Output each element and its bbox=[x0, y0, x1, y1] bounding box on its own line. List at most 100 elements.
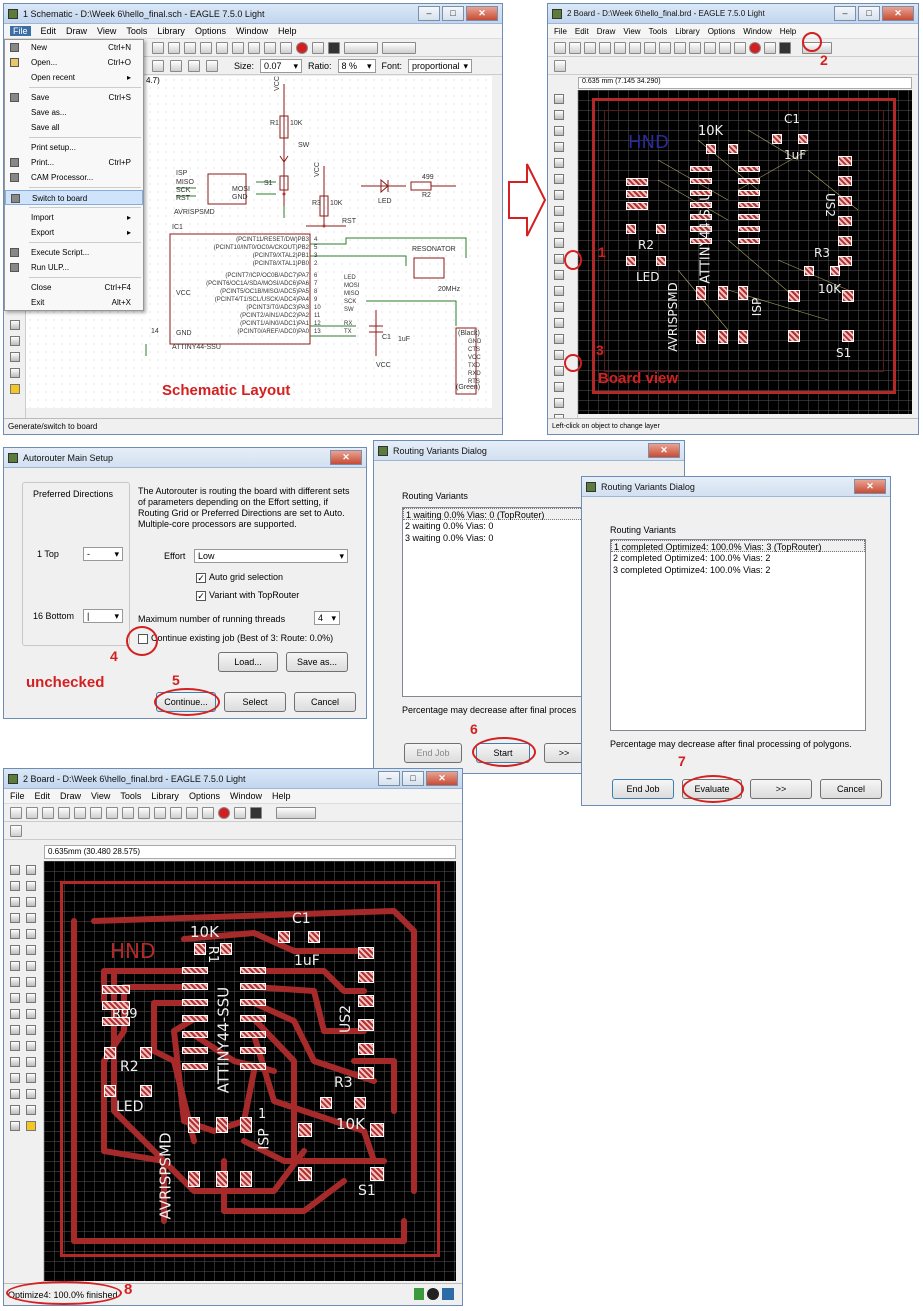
signal-icon[interactable] bbox=[26, 1073, 36, 1083]
zoom-redraw-icon[interactable] bbox=[232, 41, 244, 54]
menu-file[interactable]: File bbox=[554, 26, 567, 36]
smash-icon[interactable] bbox=[554, 334, 564, 344]
layer-top-direction[interactable]: - bbox=[83, 547, 123, 561]
optimize-icon[interactable] bbox=[554, 382, 564, 392]
zoom-fit-icon[interactable] bbox=[106, 806, 118, 819]
move-icon[interactable] bbox=[10, 881, 20, 891]
zoom-redraw-icon[interactable] bbox=[154, 806, 166, 819]
routing1-titlebar[interactable]: Routing Variants Dialog ✕ bbox=[374, 441, 684, 461]
layer-bottom-direction[interactable]: | bbox=[83, 609, 123, 623]
zoom-in-icon[interactable] bbox=[200, 41, 212, 54]
menu-draw[interactable]: Draw bbox=[60, 791, 82, 801]
stop-icon[interactable] bbox=[218, 806, 230, 819]
file-menu-export[interactable]: Export▸ bbox=[31, 228, 131, 237]
menu-library[interactable]: Library bbox=[151, 791, 179, 801]
optimize-icon[interactable] bbox=[26, 993, 36, 1003]
menu-draw[interactable]: Draw bbox=[66, 26, 88, 36]
paste-icon[interactable] bbox=[554, 238, 564, 248]
undo-icon[interactable] bbox=[264, 41, 276, 54]
variant-row[interactable]: 3 waiting 0.0% Vias: 0 bbox=[405, 533, 494, 543]
menu-file[interactable]: File bbox=[10, 791, 25, 801]
zoom-fit-icon[interactable] bbox=[644, 41, 656, 54]
open-icon[interactable] bbox=[10, 806, 22, 819]
rect-icon[interactable] bbox=[10, 1057, 20, 1067]
menu-options[interactable]: Options bbox=[707, 26, 736, 36]
minimize-button[interactable]: – bbox=[378, 771, 400, 786]
info-icon[interactable] bbox=[10, 865, 20, 875]
menu-view[interactable]: View bbox=[623, 26, 641, 36]
arc-icon[interactable] bbox=[26, 1041, 36, 1051]
go-icon[interactable] bbox=[312, 41, 324, 54]
erc-icon[interactable] bbox=[10, 1121, 20, 1131]
menu-edit[interactable]: Edit bbox=[574, 26, 589, 36]
show-icon[interactable] bbox=[26, 865, 36, 875]
menu-library[interactable]: Library bbox=[675, 26, 700, 36]
menu-draw[interactable]: Draw bbox=[596, 26, 616, 36]
warning-icon[interactable] bbox=[10, 384, 20, 394]
menu-tools[interactable]: Tools bbox=[648, 26, 668, 36]
menu-file[interactable]: File bbox=[10, 26, 31, 36]
variant-row[interactable]: 2 waiting 0.0% Vias: 0 bbox=[405, 521, 494, 531]
copy-icon[interactable] bbox=[554, 158, 564, 168]
stop-icon[interactable] bbox=[749, 41, 761, 54]
close-button[interactable]: ✕ bbox=[466, 6, 498, 21]
wire-icon[interactable] bbox=[10, 1025, 20, 1035]
switch-schematic-icon[interactable] bbox=[614, 41, 626, 54]
value-icon[interactable] bbox=[554, 318, 564, 328]
save-as-button[interactable]: Save as... bbox=[286, 652, 348, 672]
tool-icon[interactable] bbox=[10, 336, 20, 346]
file-menu-open-recent[interactable]: Open recent▸ bbox=[31, 73, 131, 82]
zoom-in-icon[interactable] bbox=[122, 806, 134, 819]
lock-icon[interactable] bbox=[554, 286, 564, 296]
paste-icon[interactable] bbox=[10, 929, 20, 939]
menu-window[interactable]: Window bbox=[743, 26, 772, 36]
design-link-icon[interactable] bbox=[276, 806, 316, 819]
undo-icon[interactable] bbox=[186, 806, 198, 819]
variant-row[interactable]: 1 completed Optimize4: 100.0% Vias: 3 (T… bbox=[611, 540, 865, 552]
rotate-icon[interactable] bbox=[26, 897, 36, 907]
split-icon[interactable] bbox=[10, 993, 20, 1003]
menu-edit[interactable]: Edit bbox=[34, 791, 51, 801]
menu-edit[interactable]: Edit bbox=[40, 26, 57, 36]
attribute-icon[interactable] bbox=[26, 1089, 36, 1099]
smash-icon[interactable] bbox=[10, 977, 20, 987]
close-button[interactable]: ✕ bbox=[330, 450, 362, 465]
end-job-button[interactable]: End Job bbox=[612, 779, 674, 799]
spice-icon[interactable] bbox=[382, 41, 416, 54]
hole-icon[interactable] bbox=[10, 1089, 20, 1099]
continue-job-checkbox[interactable]: Continue existing job (Best of 3: Route:… bbox=[138, 633, 333, 644]
autorouter-titlebar[interactable]: Autorouter Main Setup ✕ bbox=[4, 448, 366, 468]
info-icon[interactable] bbox=[764, 41, 776, 54]
save-icon[interactable] bbox=[26, 806, 38, 819]
cancel-button[interactable]: Cancel bbox=[820, 779, 882, 799]
redo-icon[interactable] bbox=[734, 41, 746, 54]
auto-grid-checkbox[interactable]: ✓Auto grid selection bbox=[196, 572, 284, 583]
board-top-canvas[interactable]: HND 10K C1 1uF ATTINY44-SSU US2 R2 LED R… bbox=[578, 90, 912, 414]
file-menu-print[interactable]: Print...Ctrl+P bbox=[5, 155, 143, 170]
align-right-icon[interactable] bbox=[188, 59, 200, 72]
menu-window[interactable]: Window bbox=[229, 791, 262, 801]
minimize-button[interactable]: – bbox=[834, 6, 856, 21]
warning-icon[interactable] bbox=[26, 1121, 36, 1131]
mirror-icon[interactable] bbox=[10, 897, 20, 907]
group-icon[interactable] bbox=[10, 913, 20, 923]
schematic-titlebar[interactable]: 1 Schematic - D:\Week 6\hello_final.sch … bbox=[4, 4, 502, 24]
select-button[interactable]: Select bbox=[224, 692, 286, 712]
file-menu-cam[interactable]: CAM Processor... bbox=[5, 170, 143, 185]
menu-help[interactable]: Help bbox=[277, 26, 297, 36]
group-icon[interactable] bbox=[554, 206, 564, 216]
close-button[interactable]: ✕ bbox=[882, 6, 914, 21]
ulp-icon[interactable] bbox=[90, 806, 102, 819]
effort-combo[interactable]: Low bbox=[194, 549, 348, 563]
help-icon[interactable] bbox=[779, 41, 791, 54]
ratio-combo[interactable]: 8 % bbox=[337, 58, 376, 73]
grid-icon[interactable] bbox=[10, 824, 22, 837]
route-icon[interactable] bbox=[554, 398, 564, 408]
file-menu-run-ulp[interactable]: Run ULP... bbox=[5, 260, 143, 275]
delete-icon[interactable] bbox=[554, 254, 564, 264]
delete-icon[interactable] bbox=[26, 929, 36, 939]
